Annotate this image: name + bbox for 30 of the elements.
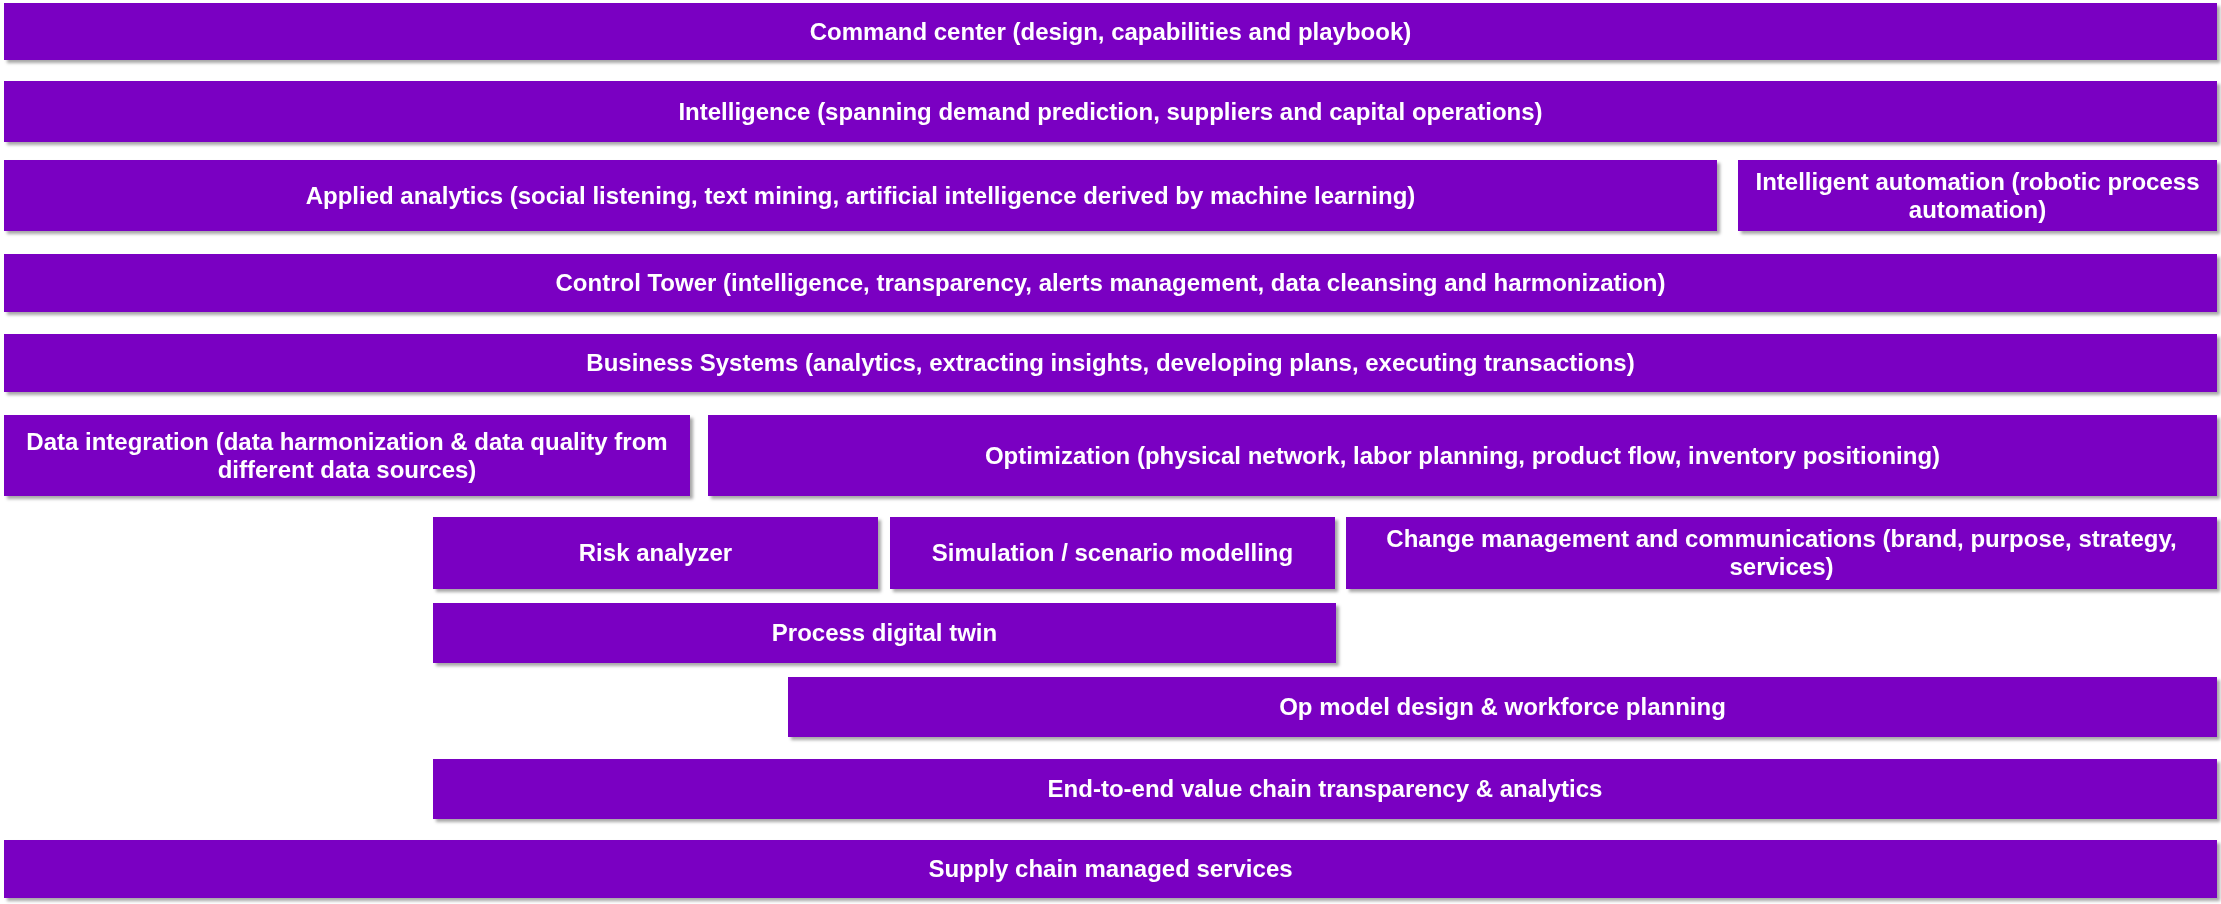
bar-label: Applied analytics (social listening, text mining, artificial intelligence derived by machine learning) <box>305 181 1416 210</box>
layer-bar <box>890 517 1335 589</box>
layer-bar <box>433 759 2217 819</box>
layer-bar <box>4 160 1717 231</box>
bar-label: Intelligence (spanning demand prediction, suppliers and capital operations) <box>678 97 1543 126</box>
layer-bar <box>433 603 1336 663</box>
layer-bar <box>4 840 2217 898</box>
layer-bar <box>4 81 2217 142</box>
bar-label: Intelligent automation (robotic process automation) <box>1754 167 2201 224</box>
bar-label: Supply chain managed services <box>928 855 1293 883</box>
layer-bar <box>708 415 2217 496</box>
layer-bar <box>4 3 2217 60</box>
layer-bar <box>4 415 690 496</box>
layer-bar <box>1738 160 2217 231</box>
bar-label: Optimization (physical network, labor planning, product flow, inventory positioning) <box>984 441 1941 470</box>
bar-label: Process digital twin <box>771 619 998 647</box>
layer-bar <box>433 517 878 589</box>
layer-bar <box>4 334 2217 392</box>
bar-label: Business Systems (analytics, extracting insights, developing plans, executing transactions) <box>586 349 1635 377</box>
bar-label: Control Tower (intelligence, transparency, alerts management, data cleansing and harmonization) <box>555 269 1666 297</box>
bar-label: Data integration (data harmonization & data quality from different data sources) <box>25 427 669 484</box>
layer-bar <box>788 677 2217 737</box>
layer-bar <box>4 254 2217 312</box>
bar-label: Simulation / scenario modelling <box>931 539 1294 567</box>
layer-bar <box>1346 517 2217 589</box>
bar-label: Op model design & workforce planning <box>1279 693 1726 721</box>
bar-label: Risk analyzer <box>578 539 733 567</box>
bar-label: Change management and communications (brand, purpose, strategy, services) <box>1385 525 2178 581</box>
bar-label: End-to-end value chain transparency & analytics <box>1047 775 1603 803</box>
bar-label: Command center (design, capabilities and playbook) <box>809 17 1412 46</box>
